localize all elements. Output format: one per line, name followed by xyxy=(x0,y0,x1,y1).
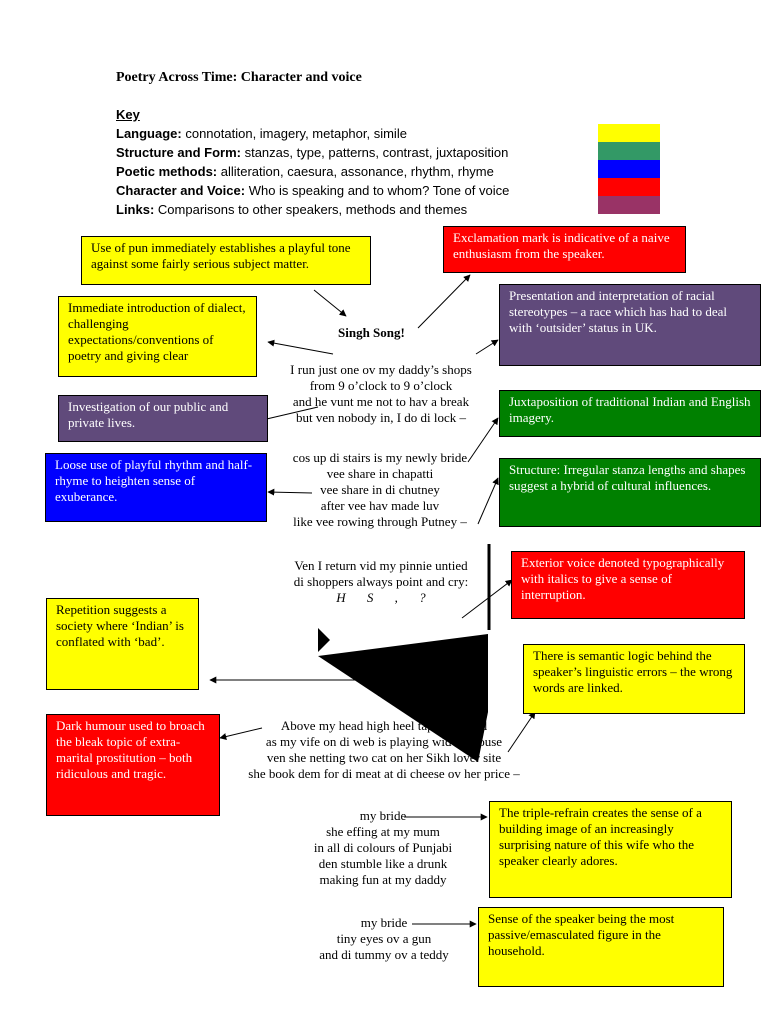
poem-stanza-6: my bride tiny eyes ov a gun and di tummy… xyxy=(296,915,472,963)
black-triangle-shape xyxy=(318,634,488,762)
key-text: Comparisons to other speakers, methods a… xyxy=(154,202,468,217)
poem-line: like vee rowing through Putney – xyxy=(293,514,467,529)
key-line-methods: Poetic methods: alliteration, caesura, a… xyxy=(116,164,494,179)
annotation-passive: Sense of the speaker being the most pass… xyxy=(478,907,724,987)
black-notch-shape xyxy=(318,628,330,652)
annotation-stereotypes: Presentation and interpretation of racia… xyxy=(499,284,761,366)
poem-line-italic: H S , ? xyxy=(336,590,426,605)
annotation-rhythm: Loose use of playful rhythm and half-rhy… xyxy=(45,453,267,522)
poem-line: as my vife on di web is playing wid di m… xyxy=(265,734,503,749)
key-text: stanzas, type, patterns, contrast, juxta… xyxy=(240,145,509,160)
key-line-language: Language: connotation, imagery, metaphor… xyxy=(116,126,407,141)
poem-title: Singh Song! xyxy=(338,325,405,340)
key-text: Who is speaking and to whom? Tone of voi… xyxy=(245,183,510,198)
annotation-public-private: Investigation of our public and private … xyxy=(58,395,268,442)
poem-line: my bride xyxy=(359,808,407,823)
key-text: alliteration, caesura, assonance, rhythm… xyxy=(217,164,494,179)
key-text: connotation, imagery, metaphor, simile xyxy=(181,126,407,141)
page-title: Poetry Across Time: Character and voice xyxy=(116,70,362,85)
poem-stanza-2: cos up di stairs is my newly bride vee s… xyxy=(270,450,490,530)
annotation-triple-refrain: The triple-refrain creates the sense of … xyxy=(489,801,732,898)
key-label: Language: xyxy=(116,126,182,141)
key-swatch-links xyxy=(598,196,660,214)
annotation-exclamation: Exclamation mark is indicative of a naiv… xyxy=(443,226,686,273)
key-line-structure: Structure and Form: stanzas, type, patte… xyxy=(116,145,508,160)
poem-line: after vee hav made luv xyxy=(320,498,440,513)
poem-line: she effing at my mum xyxy=(326,824,440,839)
annotation-semantic: There is semantic logic behind the speak… xyxy=(523,644,745,714)
poem-line: vee share in chapatti xyxy=(326,466,434,481)
key-label: Structure and Form: xyxy=(116,145,241,160)
key-line-links: Links: Comparisons to other speakers, me… xyxy=(116,202,467,217)
poem-line: my bride xyxy=(360,915,408,930)
key-swatch-voice xyxy=(598,178,660,196)
poem-line: she book dem for di meat at di cheese ov… xyxy=(248,766,520,781)
annotation-juxtaposition: Juxtaposition of traditional Indian and … xyxy=(499,390,761,437)
poem-line: ven she netting two cat on her Sikh love… xyxy=(266,750,502,765)
poem-line: di shoppers always point and cry: xyxy=(293,574,469,589)
poem-line: I run just one ov my daddy’s shops xyxy=(290,362,472,377)
poem-line: but ven nobody in, I do di lock – xyxy=(295,410,467,425)
annotation-exterior-voice: Exterior voice denoted typographically w… xyxy=(511,551,745,619)
poem-line: and he vunt me not to hav a break xyxy=(292,394,470,409)
poem-line: tiny eyes ov a gun xyxy=(336,931,432,946)
poem-line: and di tummy ov a teddy xyxy=(319,947,449,962)
poem-stanza-3: Ven I return vid my pinnie untied di sho… xyxy=(272,558,490,606)
key-swatch-methods xyxy=(598,160,660,178)
key-line-voice: Character and Voice: Who is speaking and… xyxy=(116,183,509,198)
key-swatch-structure xyxy=(598,142,660,160)
poem-line: from 9 o’clock to 9 o’clock xyxy=(309,378,453,393)
poem-stanza-1: I run just one ov my daddy’s shops from … xyxy=(266,362,496,426)
key-label: Poetic methods: xyxy=(116,164,218,179)
poem-line: in all di colours of Punjabi xyxy=(313,840,453,855)
poem-stanza-5: my bride she effing at my mum in all di … xyxy=(296,808,470,888)
poem-line: Above my head high heel tap di ground xyxy=(280,718,488,733)
poem-stanza-4: Above my head high heel tap di ground as… xyxy=(218,718,550,782)
annotation-repetition: Repetition suggests a society where ‘Ind… xyxy=(46,598,199,690)
key-heading: Key xyxy=(116,107,140,122)
poem-line: den stumble like a drunk xyxy=(318,856,448,871)
poem-line: cos up di stairs is my newly bride xyxy=(292,450,468,465)
poem-line: vee share in di chutney xyxy=(320,482,440,497)
annotation-pun: Use of pun immediately establishes a pla… xyxy=(81,236,371,285)
poem-line: Ven I return vid my pinnie untied xyxy=(294,558,468,573)
key-label: Links: xyxy=(116,202,155,217)
key-label: Character and Voice: xyxy=(116,183,246,198)
poem-fragment: I xyxy=(378,684,383,699)
annotation-structure: Structure: Irregular stanza lengths and … xyxy=(499,458,761,527)
annotation-dark-humour: Dark humour used to broach the bleak top… xyxy=(46,714,220,816)
key-swatch-language xyxy=(598,124,660,142)
annotation-dialect: Immediate introduction of dialect, chall… xyxy=(58,296,257,377)
poem-line: making fun at my daddy xyxy=(319,872,447,887)
